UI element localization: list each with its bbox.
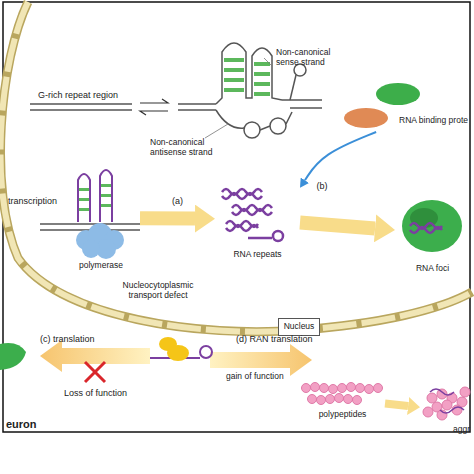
rna-foci-group: RNA foci <box>395 192 470 274</box>
process-arrow <box>40 340 150 372</box>
block-mark <box>85 362 105 382</box>
node-label: polymerase <box>79 261 123 271</box>
process-label: (d) RAN translation <box>236 334 313 344</box>
node-label: aggr <box>453 425 470 435</box>
figure-frame <box>3 2 470 432</box>
foci-shape <box>402 200 462 252</box>
nuclear-envelope <box>0 2 472 332</box>
aggregate-shape <box>423 387 470 420</box>
ribosome-shape <box>167 345 189 361</box>
process-arrow <box>300 222 375 228</box>
dna-duplex <box>30 104 132 110</box>
leader-line <box>205 58 272 138</box>
process-arrow <box>385 404 408 406</box>
outcome-label: Loss of function <box>64 388 127 398</box>
protein-shape <box>376 83 420 105</box>
polypeptide-chain <box>302 383 383 405</box>
g-quartet <box>79 184 111 211</box>
protein-shape <box>0 343 26 370</box>
outcome-label: gain of function <box>226 372 284 382</box>
rna-repeat-group: RNA repeats <box>215 178 300 260</box>
transcription-complex: polymerase <box>62 165 140 271</box>
equilibrium-arrows <box>140 99 168 115</box>
rna-strand <box>430 389 464 413</box>
rna-helix <box>410 223 442 233</box>
compartment-box: Nucleus <box>278 318 320 336</box>
defect-label: Nucleocytoplasmic transport defect <box>112 281 204 301</box>
aggregate-group: aggr <box>420 385 470 435</box>
node-label: RNA foci <box>416 264 449 274</box>
node-label: RNA binding prote <box>399 116 468 126</box>
node-label: polypeptides <box>319 410 367 420</box>
process-arrow <box>140 211 195 225</box>
node-label: Nucleus <box>284 322 315 332</box>
rna-helix <box>222 189 283 241</box>
protein-group: RNA binding prote <box>345 86 470 132</box>
polypeptide-group: polypeptides <box>300 378 385 420</box>
polymerase-shape <box>76 223 124 259</box>
process-label: transcription <box>8 196 57 206</box>
strand-label: Non-canonical antisense strand <box>150 138 216 158</box>
protein-shape <box>344 108 388 128</box>
strand-label: Non-canonical sense strand <box>276 48 344 68</box>
edge-label: (a) <box>172 196 183 206</box>
g-quartet <box>224 58 270 96</box>
node-label: RNA repeats <box>233 250 281 260</box>
rna-hairpin <box>78 170 112 222</box>
region-label: G-rich repeat region <box>38 90 118 100</box>
nuclear-envelope <box>0 2 472 332</box>
edge-label: (b) <box>317 181 328 191</box>
binding-arrow <box>305 132 376 180</box>
cell-label: euron <box>6 418 37 431</box>
process-label: (c) translation <box>40 334 95 344</box>
